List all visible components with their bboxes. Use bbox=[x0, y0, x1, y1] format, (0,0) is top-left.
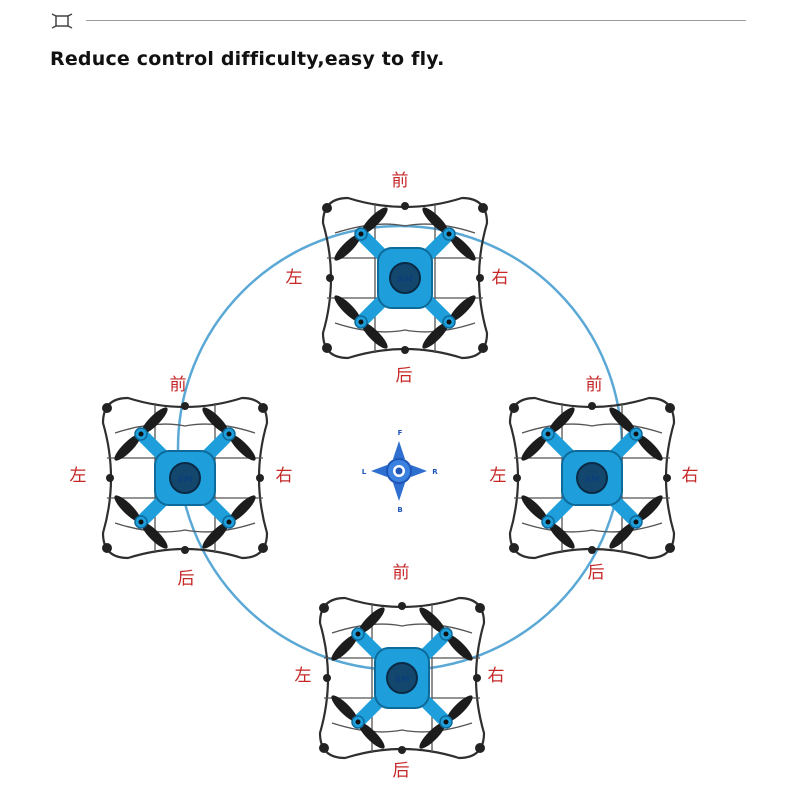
drone-cage bbox=[318, 596, 486, 760]
bottom-drone-back-label: 后 bbox=[393, 761, 410, 781]
left-drone-left-label: 左 bbox=[70, 466, 87, 486]
compass-left-label: L bbox=[362, 468, 367, 476]
tagline: Reduce control difficulty,easy to fly. bbox=[50, 48, 445, 70]
drone-right: SM bbox=[508, 396, 676, 560]
bottom-drone-right-label: 右 bbox=[488, 666, 505, 686]
drone-body: SM bbox=[543, 429, 641, 527]
drone-left: SM bbox=[101, 396, 269, 560]
left-drone-front-label: 前 bbox=[170, 375, 187, 395]
right-drone-back-label: 后 bbox=[588, 563, 605, 583]
compass-forward-label: F bbox=[398, 429, 403, 437]
drone-body: SM bbox=[356, 229, 454, 327]
right-drone-right-label: 右 bbox=[682, 466, 699, 486]
drone-badge: SM bbox=[394, 675, 409, 685]
drone-bottom: SM bbox=[318, 596, 486, 760]
left-drone-back-label: 后 bbox=[178, 569, 195, 589]
top-drone-left-label: 左 bbox=[286, 268, 303, 288]
top-drone-front-label: 前 bbox=[392, 171, 409, 191]
right-drone-front-label: 前 bbox=[586, 375, 603, 395]
compass-right-label: R bbox=[432, 468, 438, 476]
drone-badge: SM bbox=[397, 275, 412, 285]
drone-body: SM bbox=[136, 429, 234, 527]
drone-top: SM bbox=[321, 196, 489, 360]
top-drone-back-label: 后 bbox=[396, 366, 413, 386]
drone-body: SM bbox=[353, 629, 451, 727]
drone-badge: SM bbox=[177, 475, 192, 485]
compass-icon bbox=[371, 441, 427, 501]
left-drone-right-label: 右 bbox=[276, 466, 293, 486]
top-drone-right-label: 右 bbox=[492, 268, 509, 288]
bottom-drone-front-label: 前 bbox=[393, 563, 410, 583]
right-drone-left-label: 左 bbox=[490, 466, 507, 486]
compass-back-label: B bbox=[397, 506, 402, 514]
drone-cage bbox=[321, 196, 489, 360]
drone-frame-icon bbox=[51, 13, 73, 29]
drone-badge: SM bbox=[584, 475, 599, 485]
header-divider bbox=[86, 20, 746, 21]
bottom-drone-left-label: 左 bbox=[295, 666, 312, 686]
